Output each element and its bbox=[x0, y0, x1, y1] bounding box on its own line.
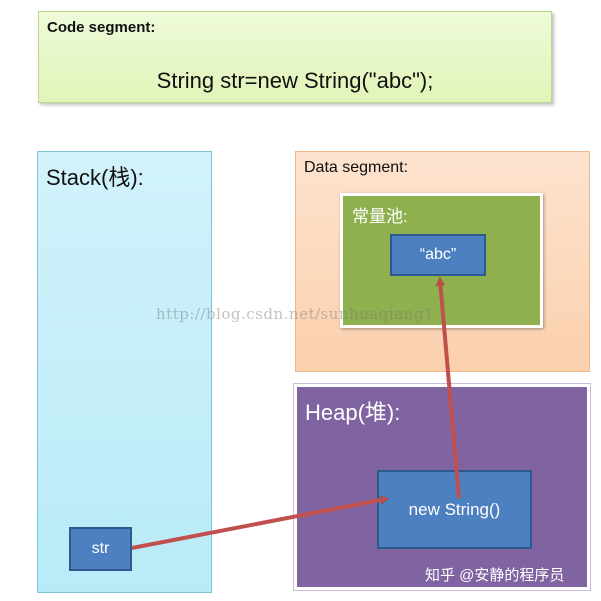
new-string-object-node: new String() bbox=[377, 470, 532, 549]
stack-region: Stack(栈): bbox=[37, 151, 212, 593]
code-segment-panel: Code segment: String str=new String("abc… bbox=[38, 11, 552, 103]
data-segment-title: Data segment: bbox=[304, 159, 409, 176]
watermark-author: 知乎 @安静的程序员 bbox=[425, 567, 565, 584]
watermark-url: http://blog.csdn.net/sunhuaqiang1 bbox=[156, 305, 434, 323]
code-statement: String str=new String("abc"); bbox=[156, 68, 434, 93]
stack-title: Stack(栈): bbox=[46, 165, 144, 190]
str-reference-node: str bbox=[69, 527, 132, 571]
constant-pool-title: 常量池: bbox=[352, 207, 408, 226]
abc-string-literal-node: “abc” bbox=[390, 234, 486, 276]
heap-title: Heap(堆): bbox=[305, 400, 401, 425]
code-segment-title: Code segment: bbox=[47, 19, 156, 36]
